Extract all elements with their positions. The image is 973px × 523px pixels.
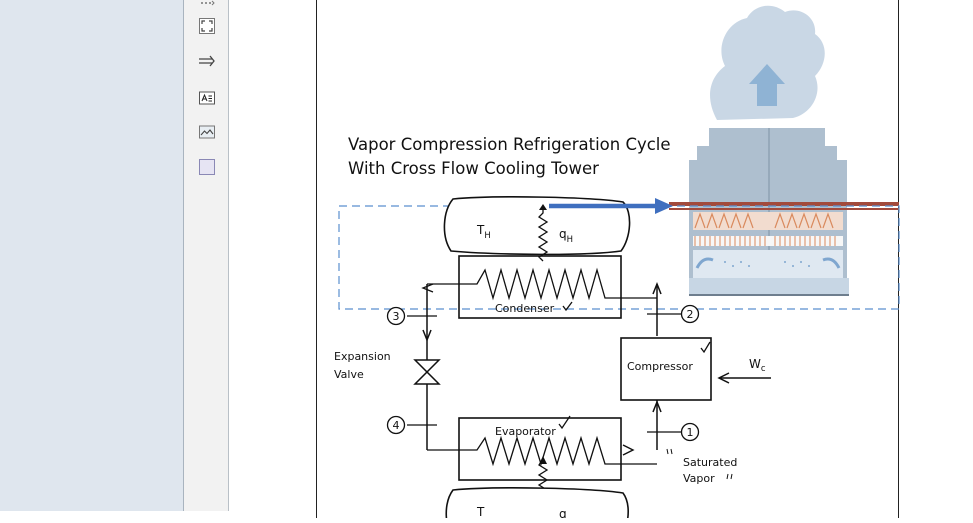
th-subscript: H [484, 231, 490, 241]
compressor-box [620, 337, 712, 401]
high-temp-reservoir [443, 196, 631, 256]
diagram-title-line1: Vapor Compression Refrigeration Cycle [348, 135, 671, 154]
expansion-label-line2: Valve [334, 368, 364, 381]
ql-label: q [559, 507, 567, 518]
state-4-label: 4 [393, 419, 400, 432]
svg-text:qH: qH [559, 227, 573, 245]
diagram-title-line2: With Cross Flow Cooling Tower [348, 159, 599, 178]
expansion-valve-icon [413, 359, 441, 385]
saturated-label-line1: Saturated [683, 456, 737, 469]
hot-water-pipe [669, 202, 899, 206]
condenser-coil [427, 267, 657, 301]
wc-label: W [749, 357, 761, 371]
steam-up-arrow-icon [749, 64, 785, 106]
refrigeration-cycle-diagram: Vapor Compression Refrigeration Cycle Wi… [334, 5, 900, 523]
state-2-label: 2 [687, 308, 694, 321]
tl-label: T [476, 505, 485, 518]
fit-page-icon[interactable] [198, 17, 216, 35]
heat-flow-arrow-head-icon [655, 198, 673, 214]
image-tool-icon[interactable] [198, 123, 216, 141]
evaporator-box [458, 417, 622, 481]
heat-rejection-spring [537, 206, 549, 262]
state-1-label: 1 [687, 426, 694, 439]
svg-text:TH: TH [476, 223, 491, 241]
saturated-label-line2: Vapor [683, 472, 715, 485]
low-temp-reservoir [445, 487, 629, 523]
qh-subscript: H [567, 235, 573, 245]
wc-subscript: c [761, 364, 766, 374]
qh-label: q [559, 227, 567, 241]
th-label: T [476, 223, 485, 237]
condenser-box [458, 255, 622, 319]
document-page: Vapor Compression Refrigeration Cycle Wi… [316, 0, 900, 523]
condenser-check-icon [562, 301, 573, 312]
condenser-label: Condenser [495, 302, 555, 315]
more-tools-icon[interactable] [198, 0, 216, 12]
shape-tool-icon[interactable] [198, 158, 216, 176]
left-navigation-pane [0, 0, 184, 511]
evaporator-label: Evaporator [495, 425, 556, 438]
cooling-tower [669, 128, 899, 296]
svg-text:Wc: Wc [749, 357, 766, 374]
expansion-label-line1: Expansion [334, 350, 391, 363]
text-tool-icon[interactable] [198, 89, 216, 107]
state-3-label: 3 [393, 310, 400, 323]
state-4-marker [386, 415, 406, 435]
state-3-marker [386, 306, 406, 326]
steam-cloud [710, 5, 825, 120]
double-arrow-icon[interactable] [198, 52, 216, 70]
evaporator-check-icon [558, 415, 571, 430]
state-1-marker [680, 422, 700, 442]
compressor-check-icon [700, 341, 711, 354]
state-2-marker [680, 304, 700, 324]
compressor-label: Compressor [627, 360, 693, 373]
tool-strip [184, 0, 229, 511]
